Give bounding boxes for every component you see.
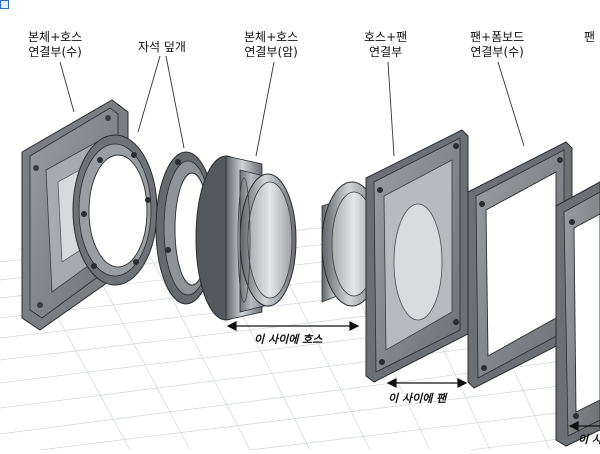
label-line: 연결부(암) <box>244 45 298 59</box>
annotation-hose-gap: 이 사이에 호스 <box>254 333 323 346</box>
label-line: 본체+호스 <box>28 30 83 44</box>
label-line: 본체+호스 <box>244 30 299 44</box>
leader-lines <box>59 55 525 157</box>
label-line: 연결부 <box>369 45 403 59</box>
annotation-edge-gap: 이 사 <box>578 433 600 446</box>
part-hose-fan-connector <box>321 129 469 383</box>
gap-arrows <box>226 321 600 431</box>
label-hose-fan: 호스+팬 연결부 <box>364 30 407 60</box>
window-corner-icon <box>0 0 9 9</box>
label-line: 호스+팬 <box>364 30 408 44</box>
part-magnet-cover-ring-a <box>72 134 158 286</box>
label-line: 연결부(수) <box>28 45 82 59</box>
label-line: 연결부(수) <box>470 45 524 59</box>
label-body-hose-male: 본체+호스 연결부(수) <box>28 30 82 60</box>
part-body-hose-female <box>195 155 297 321</box>
annotation-fan-gap: 이 사이에 팬 <box>388 392 447 405</box>
label-fan-foamboard-male: 팬+폼보드 연결부(수) <box>470 30 524 60</box>
part-fan-foamboard-male <box>467 141 573 389</box>
label-line: 자석 덮개 <box>138 40 186 54</box>
label-magnet-cover: 자석 덮개 <box>138 40 186 55</box>
label-line: 팬+폼보드 <box>470 30 525 44</box>
part-fan-partial <box>555 181 600 447</box>
label-line: 팬 <box>584 30 596 44</box>
label-body-hose-female: 본체+호스 연결부(암) <box>244 30 298 60</box>
label-fan: 팬 <box>584 30 595 45</box>
